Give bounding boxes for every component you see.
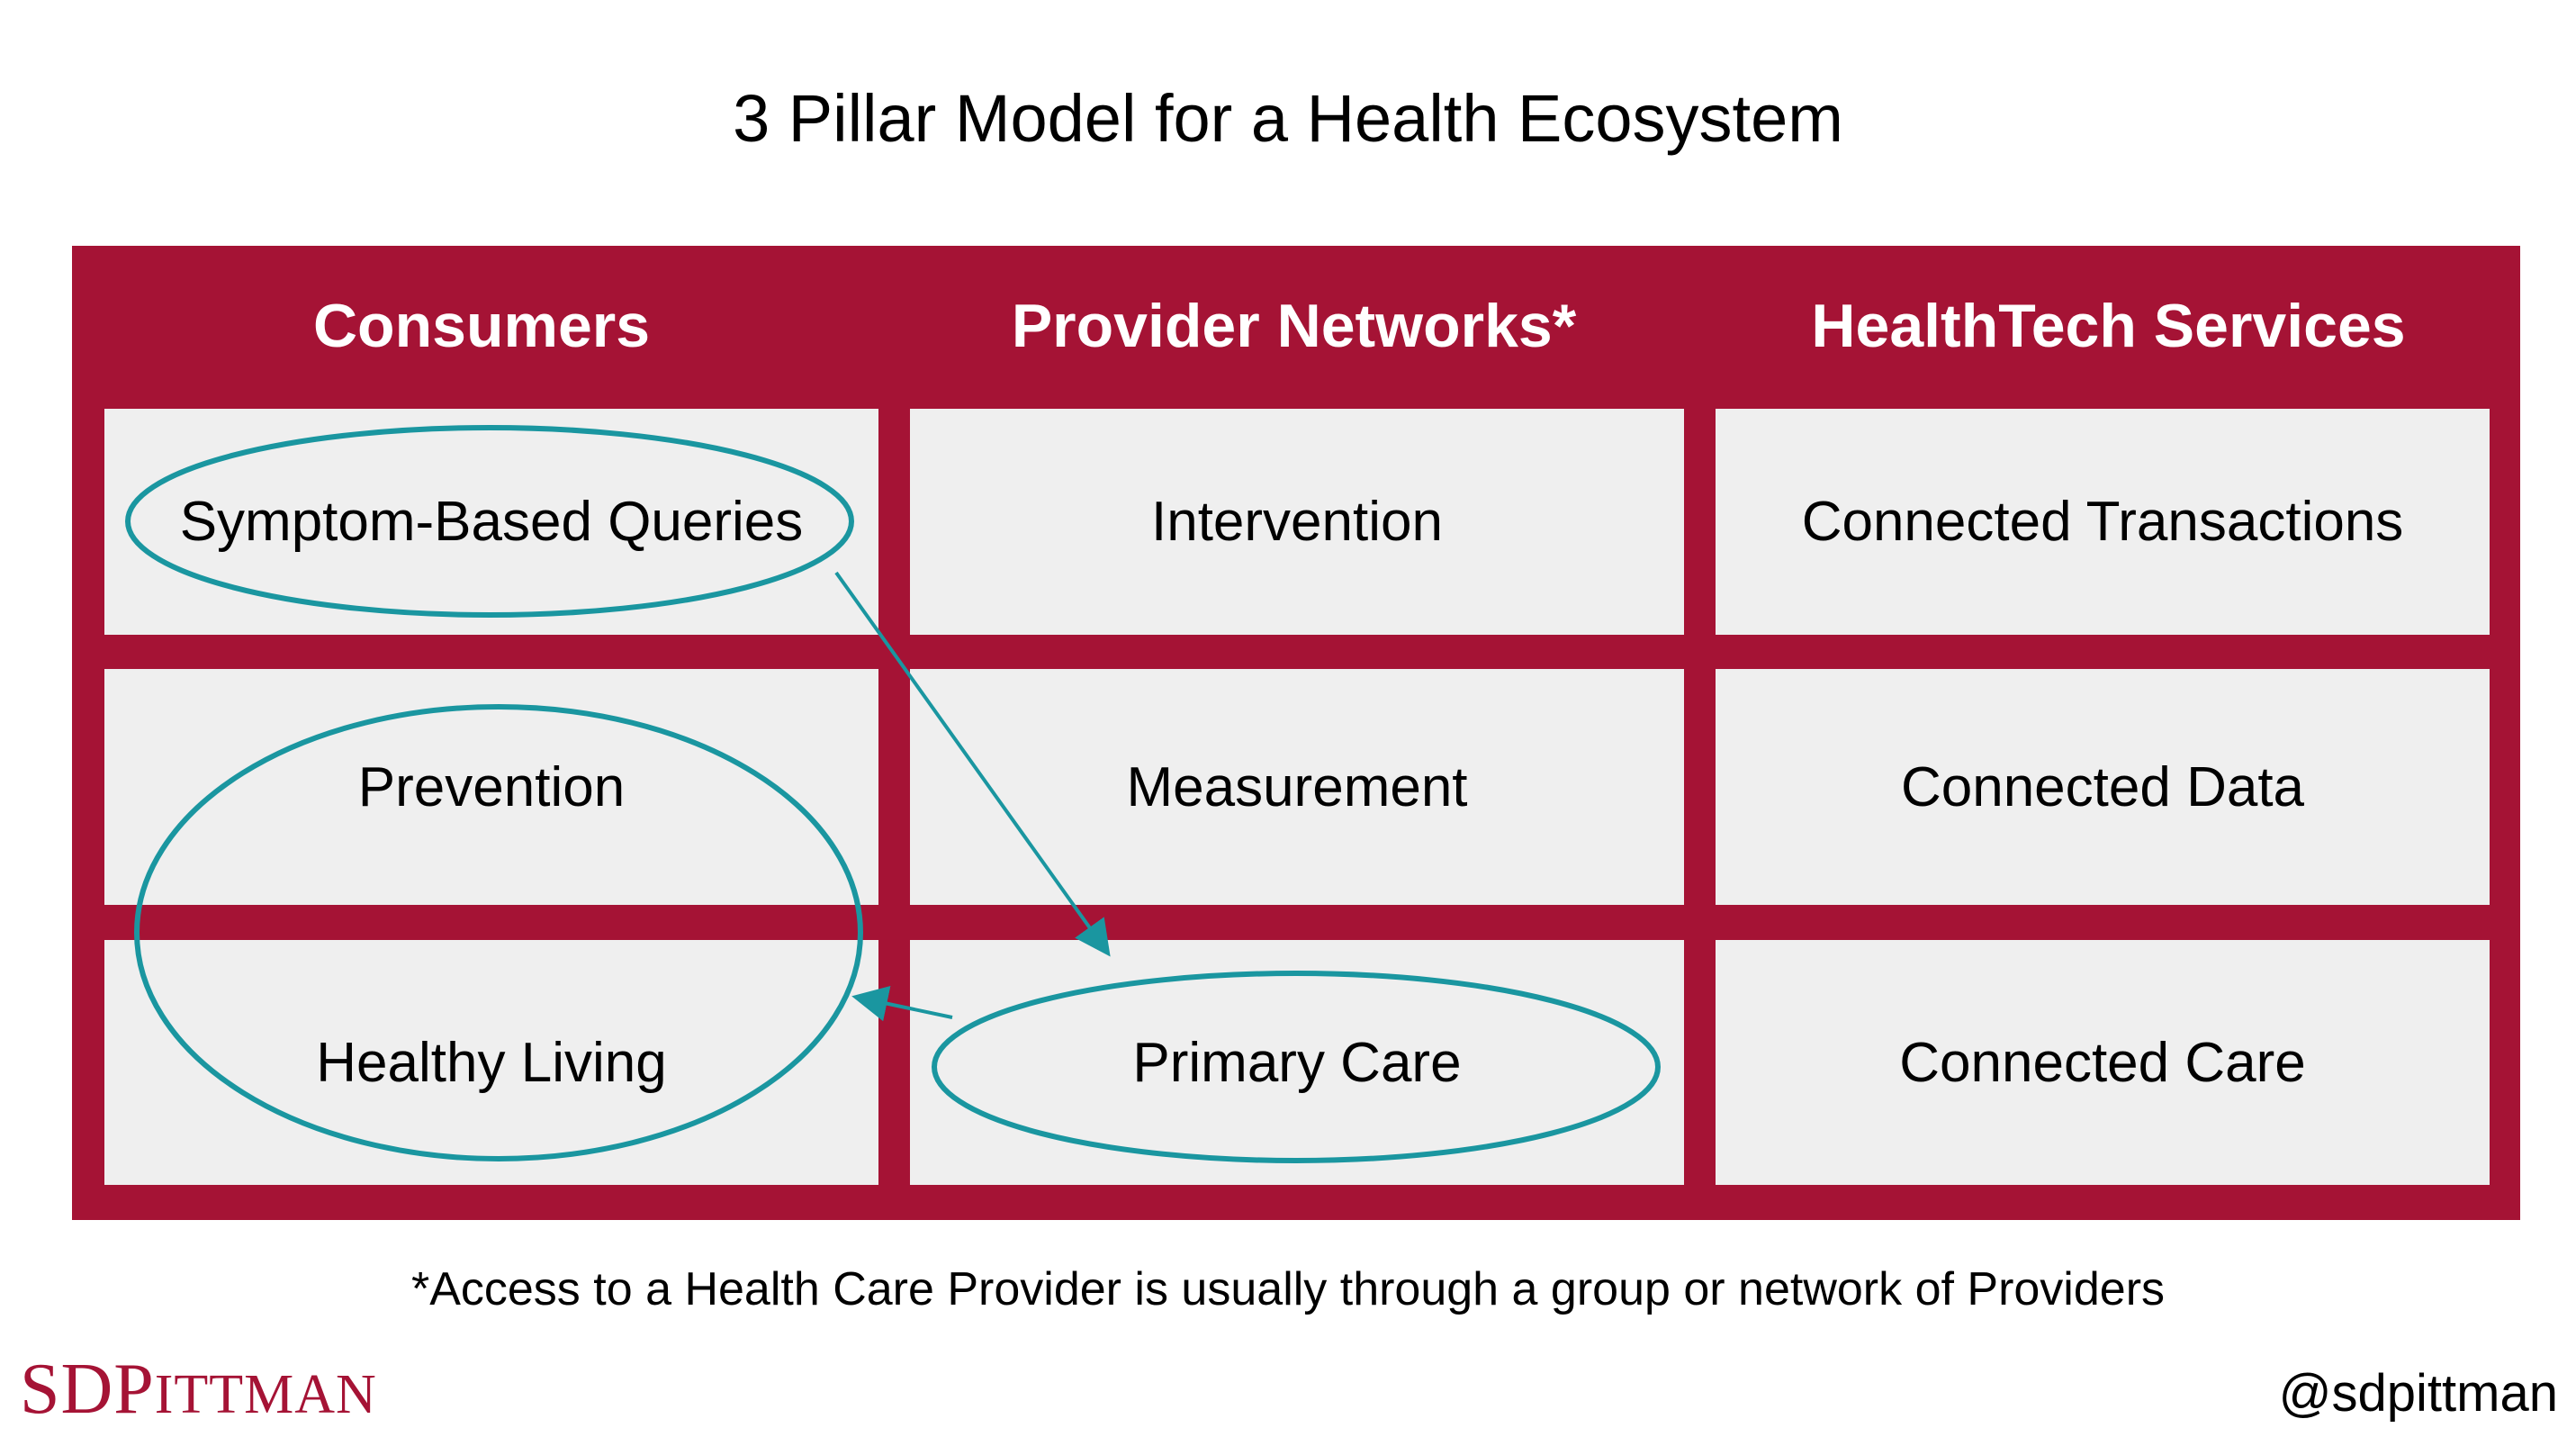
footnote: *Access to a Health Care Provider is usu… <box>410 1263 2166 1315</box>
arrow-primary-care-to-healthy-living <box>851 986 953 1022</box>
cell-measurement: Measurement <box>910 669 1684 905</box>
cell-symptom-based-queries: Symptom-Based Queries <box>104 409 878 635</box>
highlight-ellipse-primary-care <box>932 971 1661 1163</box>
cell-intervention: Intervention <box>910 409 1684 635</box>
cell-label: Connected Care <box>1899 1031 2306 1094</box>
cell-connected-data: Connected Data <box>1716 669 2490 905</box>
cell-label: Symptom-Based Queries <box>179 491 804 553</box>
cell-label: Primary Care <box>1132 1031 1462 1094</box>
cell-healthy-living: Healthy Living <box>104 940 878 1185</box>
cell-label: Healthy Living <box>316 1031 667 1094</box>
column-header-provider-networks: Provider Networks* <box>1011 292 1577 360</box>
cell-primary-care: Primary Care <box>910 940 1684 1185</box>
arrow-symptom-to-primary-care <box>834 571 1111 957</box>
cell-prevention: Prevention <box>104 669 878 905</box>
column-header-consumers: Consumers <box>312 292 651 360</box>
column-header-healthtech-services: HealthTech Services <box>1811 292 2406 360</box>
brand-logo: SDPITTMAN <box>20 1350 377 1429</box>
pillar-table: Consumers Provider Networks* HealthTech … <box>72 246 2520 1220</box>
cell-label: Prevention <box>357 755 626 818</box>
cell-connected-transactions: Connected Transactions <box>1716 409 2490 635</box>
cell-label: Connected Transactions <box>1801 491 2404 553</box>
social-handle: @sdpittman <box>2278 1364 2558 1423</box>
cell-label: Measurement <box>1126 755 1468 818</box>
cell-connected-care: Connected Care <box>1716 940 2490 1185</box>
cell-label: Connected Data <box>1900 755 2305 818</box>
page-title: 3 Pillar Model for a Health Ecosystem <box>733 81 1843 156</box>
cell-label: Intervention <box>1151 491 1443 553</box>
highlight-ellipse-prevention-healthy-living <box>134 704 863 1161</box>
highlight-ellipse-symptom-queries <box>125 425 854 618</box>
